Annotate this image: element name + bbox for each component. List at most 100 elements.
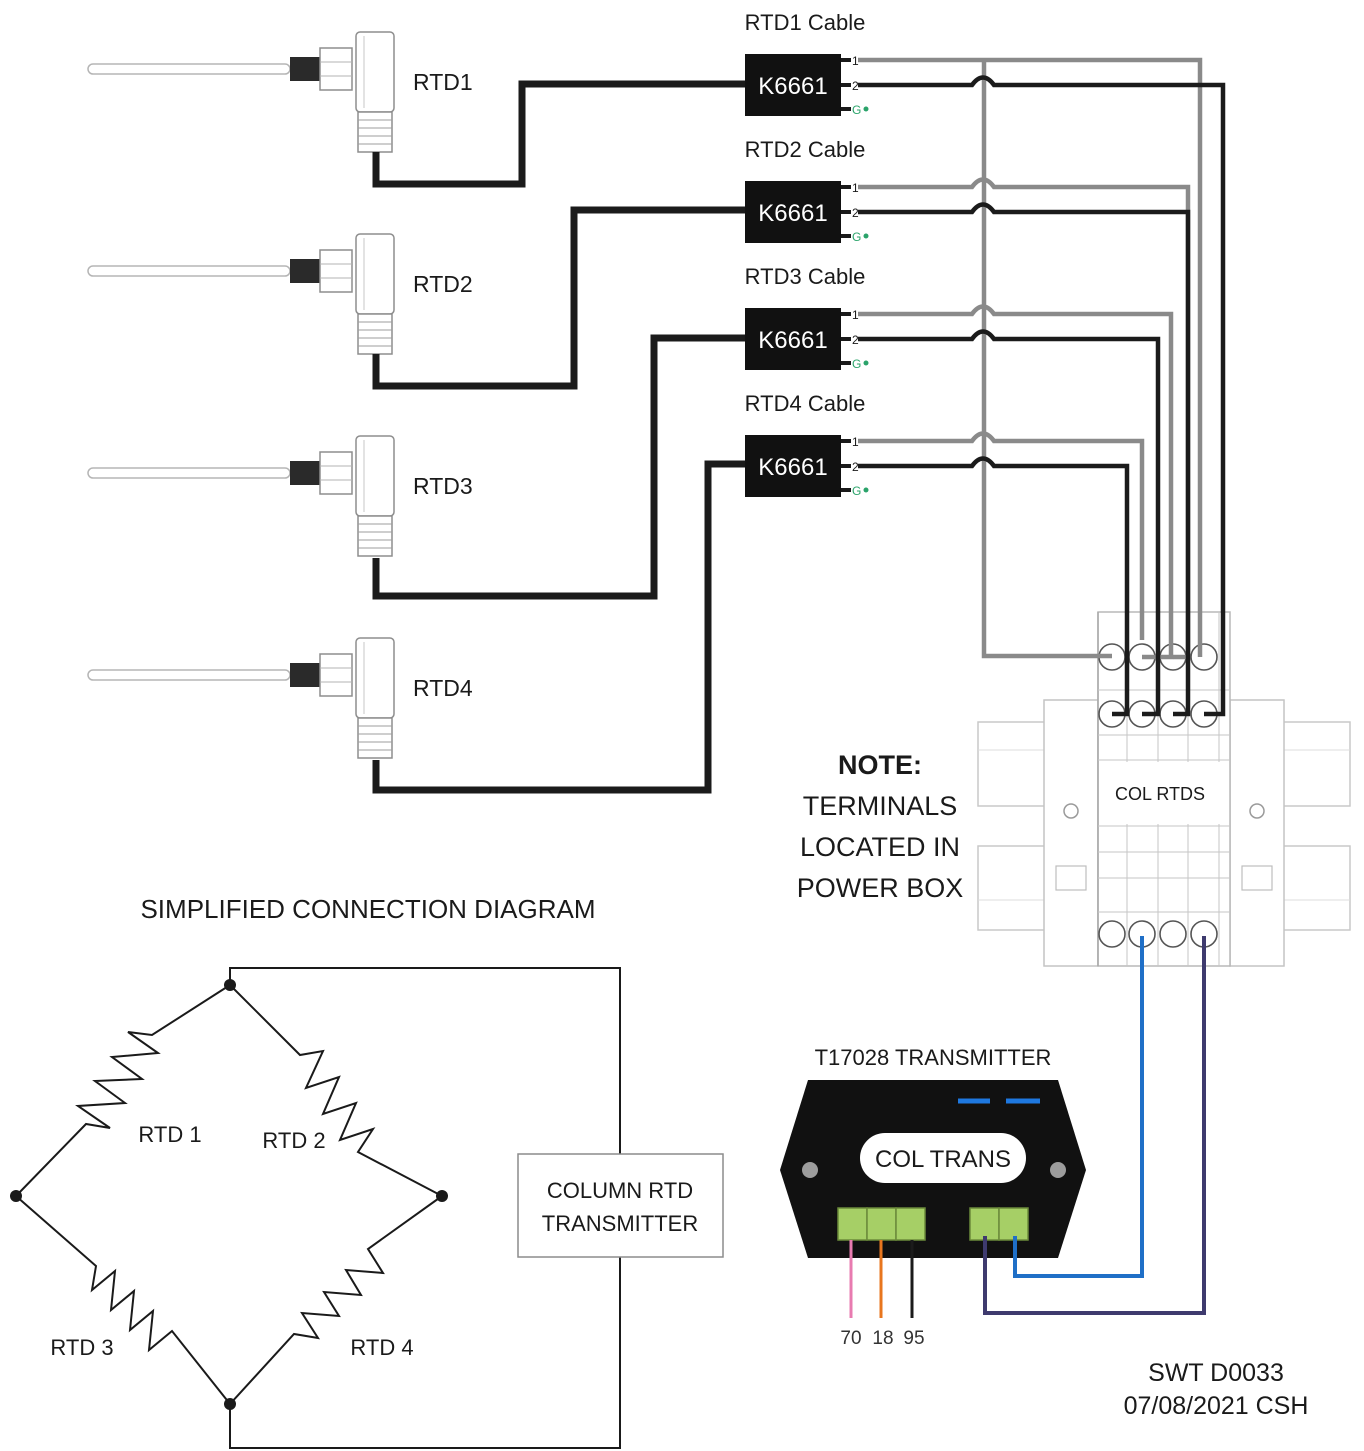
hex-nut-icon [319, 249, 353, 293]
k6661-body [745, 435, 841, 497]
fitting-icon [290, 57, 320, 81]
blue-wire [1013, 936, 1144, 1278]
ground-icon [863, 487, 869, 493]
rtd1-cable [372, 80, 746, 188]
cable-title: RTD3 Cable [745, 264, 866, 289]
pin-label: 1 [852, 54, 859, 68]
k6661-part-label: K6661 [758, 454, 827, 481]
grey-wires [858, 57, 1203, 660]
rtd-label: RTD2 [413, 271, 473, 297]
drawing-id: SWT D0033 [1148, 1359, 1284, 1387]
ground-icon [863, 106, 869, 112]
sensor-connector-icon [357, 313, 393, 355]
probe-icon [87, 265, 291, 277]
sensor-head-icon [355, 31, 395, 113]
resistor-label: RTD 3 [50, 1335, 113, 1360]
transmitter-wire-bottom [229, 1257, 621, 1449]
pin-label: 2 [852, 333, 859, 347]
cable-title: RTD2 Cable [745, 137, 866, 162]
pin-label: G [852, 484, 861, 498]
black-wire-2 [858, 202, 1191, 717]
resistor-rtd4 [229, 1195, 443, 1405]
note: NOTE: TERMINALS LOCATED IN POWER BOX [797, 750, 964, 903]
col-trans-badge [860, 1133, 1026, 1183]
k6661-body [745, 54, 841, 116]
black-wires [858, 75, 1226, 717]
node-left [10, 1190, 22, 1202]
grey-common-wire [981, 60, 1112, 659]
rtd-label: RTD4 [413, 675, 473, 701]
resistor-label: RTD 1 [138, 1122, 201, 1147]
cable-title: RTD4 Cable [745, 391, 866, 416]
resistor-rtd3 [15, 1195, 231, 1405]
node-right [436, 1190, 448, 1202]
simplified-diagram: SIMPLIFIED CONNECTION DIAGRAM RTD 1 RTD … [10, 894, 724, 1449]
k6661-part-label: K6661 [758, 327, 827, 354]
cable-title: RTD1 Cable [745, 10, 866, 35]
node-bottom [224, 1398, 236, 1410]
resistor-rtd1 [15, 984, 231, 1197]
wire-label: 95 [903, 1328, 924, 1349]
rtd-sensor: RTD4 [87, 637, 473, 759]
sensor-head-icon [355, 233, 395, 315]
sensor-connector-icon [357, 717, 393, 759]
sensor-head-icon [355, 637, 395, 719]
mount-screw-icon [802, 1162, 818, 1178]
ground-icon [863, 233, 869, 239]
note-line: LOCATED IN [800, 832, 960, 862]
pin-label: 1 [852, 181, 859, 195]
hex-nut-icon [319, 653, 353, 697]
drawing-date: 07/08/2021 CSH [1124, 1392, 1309, 1420]
k6661-part-label: K6661 [758, 200, 827, 227]
probe-icon [87, 63, 291, 75]
pin-label: G [852, 230, 861, 244]
purple-wire [983, 936, 1206, 1315]
terminal-connector-left [837, 1207, 926, 1241]
hex-nut-icon [319, 451, 353, 495]
wire-label: 70 [840, 1328, 861, 1349]
fitting-icon [290, 663, 320, 687]
sensor-head-icon [355, 435, 395, 517]
pin-label: 2 [852, 206, 859, 220]
black-wire-4 [858, 456, 1130, 717]
resistor-label: RTD 2 [262, 1128, 325, 1153]
mount-screw-icon [1050, 1162, 1066, 1178]
terminal-connector-right [969, 1207, 1029, 1241]
note-line: POWER BOX [797, 873, 964, 903]
grey-wire-2 [858, 177, 1191, 660]
rtd2-cable [372, 206, 746, 390]
terminal-block: COL RTDS [977, 611, 1351, 967]
ground-icon [863, 360, 869, 366]
k6661-body [745, 181, 841, 243]
column-rtd-transmitter-line: TRANSMITTER [542, 1211, 698, 1236]
wire-label: 18 [872, 1328, 893, 1349]
hex-nut-icon [319, 47, 353, 91]
black-wire-1 [858, 75, 1226, 717]
transmitter-title: T17028 TRANSMITTER [815, 1045, 1052, 1070]
note-title: NOTE: [838, 750, 922, 780]
pin-label: 1 [852, 435, 859, 449]
grey-wire-3 [858, 304, 1174, 660]
node-top [224, 979, 236, 991]
fitting-icon [290, 259, 320, 283]
note-line: TERMINALS [803, 791, 958, 821]
sensor-connector-icon [357, 111, 393, 153]
pin-label: G [852, 103, 861, 117]
pin-label: 1 [852, 308, 859, 322]
rtd-cables [372, 80, 746, 794]
t17028-transmitter: T17028 TRANSMITTER COL TRANS 70 18 95 [780, 1045, 1086, 1349]
rtd3-cable [372, 334, 746, 600]
column-rtd-transmitter-line: COLUMN RTD [547, 1178, 693, 1203]
probe-icon [87, 467, 291, 479]
rtd-sensor: RTD3 [87, 435, 473, 557]
resistor-label: RTD 4 [350, 1335, 413, 1360]
col-trans-label: COL TRANS [875, 1146, 1011, 1173]
probe-icon [87, 669, 291, 681]
k6661-part-label: K6661 [758, 73, 827, 100]
k6661-body [745, 308, 841, 370]
